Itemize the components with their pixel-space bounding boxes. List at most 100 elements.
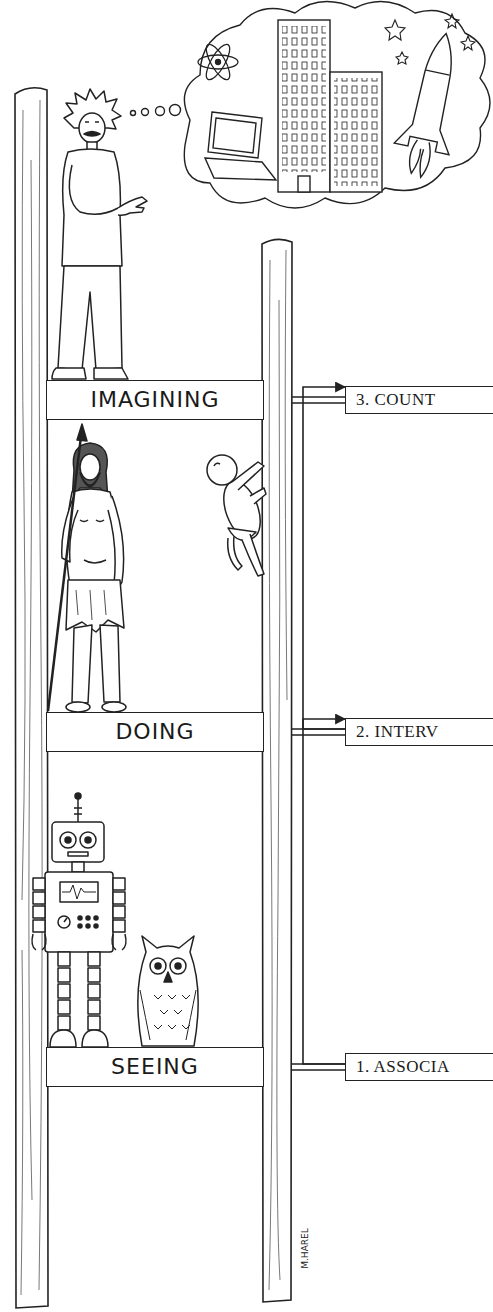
level-sign: 2. INTERV <box>345 718 493 746</box>
owl-figure <box>138 936 198 1046</box>
owl-figure <box>170 958 186 974</box>
owl-figure <box>164 972 172 982</box>
robot-figure <box>80 832 96 848</box>
laptop-icon <box>208 112 262 158</box>
einstein-figure <box>58 266 122 370</box>
einstein-figure <box>79 113 105 143</box>
wood-grain <box>21 100 287 1295</box>
robot-figure <box>113 906 125 918</box>
thought-bubble <box>170 105 181 116</box>
rung-label: IMAGINING <box>51 387 259 413</box>
level-sign: 3. COUNT <box>345 386 493 414</box>
robot-figure <box>85 837 91 843</box>
baby-figure <box>250 488 266 504</box>
thought-bubble <box>131 2 491 208</box>
building-icon <box>278 20 330 192</box>
robot-figure <box>113 878 125 890</box>
star-icon <box>461 36 475 50</box>
einstein-figure <box>52 368 86 379</box>
building-icon <box>298 176 310 192</box>
ladder-rail <box>15 88 48 1308</box>
robot-figure <box>113 920 125 932</box>
laptop-icon <box>213 118 256 153</box>
robot-figure <box>77 798 79 822</box>
robot-figure <box>88 984 100 998</box>
robot-figure <box>33 878 45 890</box>
robot-figure <box>50 1030 76 1047</box>
level-arrow <box>303 719 345 1064</box>
robot-figure <box>86 916 90 920</box>
baby-figure <box>207 455 267 576</box>
rung-plank: IMAGINING <box>46 380 264 420</box>
level-label: 2. INTERV <box>356 722 493 742</box>
baby-figure <box>228 536 242 570</box>
caveman-figure <box>66 702 90 712</box>
owl-figure <box>154 995 190 1029</box>
level-arrow <box>303 387 345 729</box>
building-icon <box>334 78 378 186</box>
ladder-rail <box>15 88 292 1308</box>
baby-figure <box>242 534 264 576</box>
caveman-figure <box>72 625 92 703</box>
robot-figure <box>32 934 46 950</box>
atom-icon <box>198 41 238 83</box>
caveman-figure <box>66 580 124 632</box>
building-icon <box>330 72 382 192</box>
rocket-icon <box>388 28 473 182</box>
robot-figure <box>82 1030 108 1047</box>
wood-grain <box>21 950 23 1295</box>
robot-figure <box>68 852 88 856</box>
caveman-figure <box>80 473 100 487</box>
level-sign: 1. ASSOCIA <box>345 1053 493 1081</box>
wood-grain <box>39 100 42 1290</box>
caveman-figure <box>76 590 106 620</box>
robot-figure <box>58 1016 70 1030</box>
rung-plank: SEEING <box>46 1047 264 1087</box>
robot-figure <box>94 924 98 928</box>
robot-figure <box>58 952 70 966</box>
wood-grain <box>29 160 32 1200</box>
robot-figure <box>78 916 82 920</box>
rocket-icon <box>426 70 449 75</box>
robot-figure <box>72 862 84 872</box>
robot-figure <box>113 892 125 904</box>
rung-label: DOING <box>51 719 259 745</box>
wood-grain <box>22 110 25 900</box>
robot-figure <box>52 822 104 862</box>
robot-figure <box>58 916 70 928</box>
wood-grain <box>285 250 287 700</box>
robot-figure <box>88 1000 100 1014</box>
robot-figure <box>58 1000 70 1014</box>
owl-figure <box>140 990 196 1040</box>
level-label: 3. COUNT <box>356 390 493 410</box>
thought-bubble <box>142 109 149 116</box>
caveman-figure <box>102 702 126 712</box>
robot-figure <box>94 916 98 920</box>
caveman-figure <box>80 454 100 480</box>
robot-figure <box>112 934 126 950</box>
caveman-figure <box>77 424 87 441</box>
robot-figure <box>78 924 82 928</box>
einstein-figure <box>118 197 147 215</box>
einstein-figure <box>52 89 147 379</box>
robot-figure <box>33 906 45 918</box>
robot-figure <box>32 793 126 1047</box>
robot-figure <box>88 952 100 966</box>
atom-icon <box>198 55 238 69</box>
robot-figure <box>33 920 45 932</box>
star-icon <box>445 14 459 28</box>
robot-figure <box>45 872 113 952</box>
robot-figure <box>88 1016 100 1030</box>
wood-grain <box>269 260 272 1290</box>
caveman-figure <box>48 428 82 711</box>
einstein-figure <box>85 121 99 123</box>
level-label: 1. ASSOCIA <box>356 1057 493 1077</box>
caveman-figure <box>108 496 124 587</box>
einstein-figure <box>84 132 100 137</box>
owl-figure <box>155 963 161 969</box>
owl-figure <box>150 958 166 974</box>
ladder-rail <box>262 239 292 1302</box>
baby-figure <box>214 463 220 466</box>
robot-figure <box>74 808 82 814</box>
